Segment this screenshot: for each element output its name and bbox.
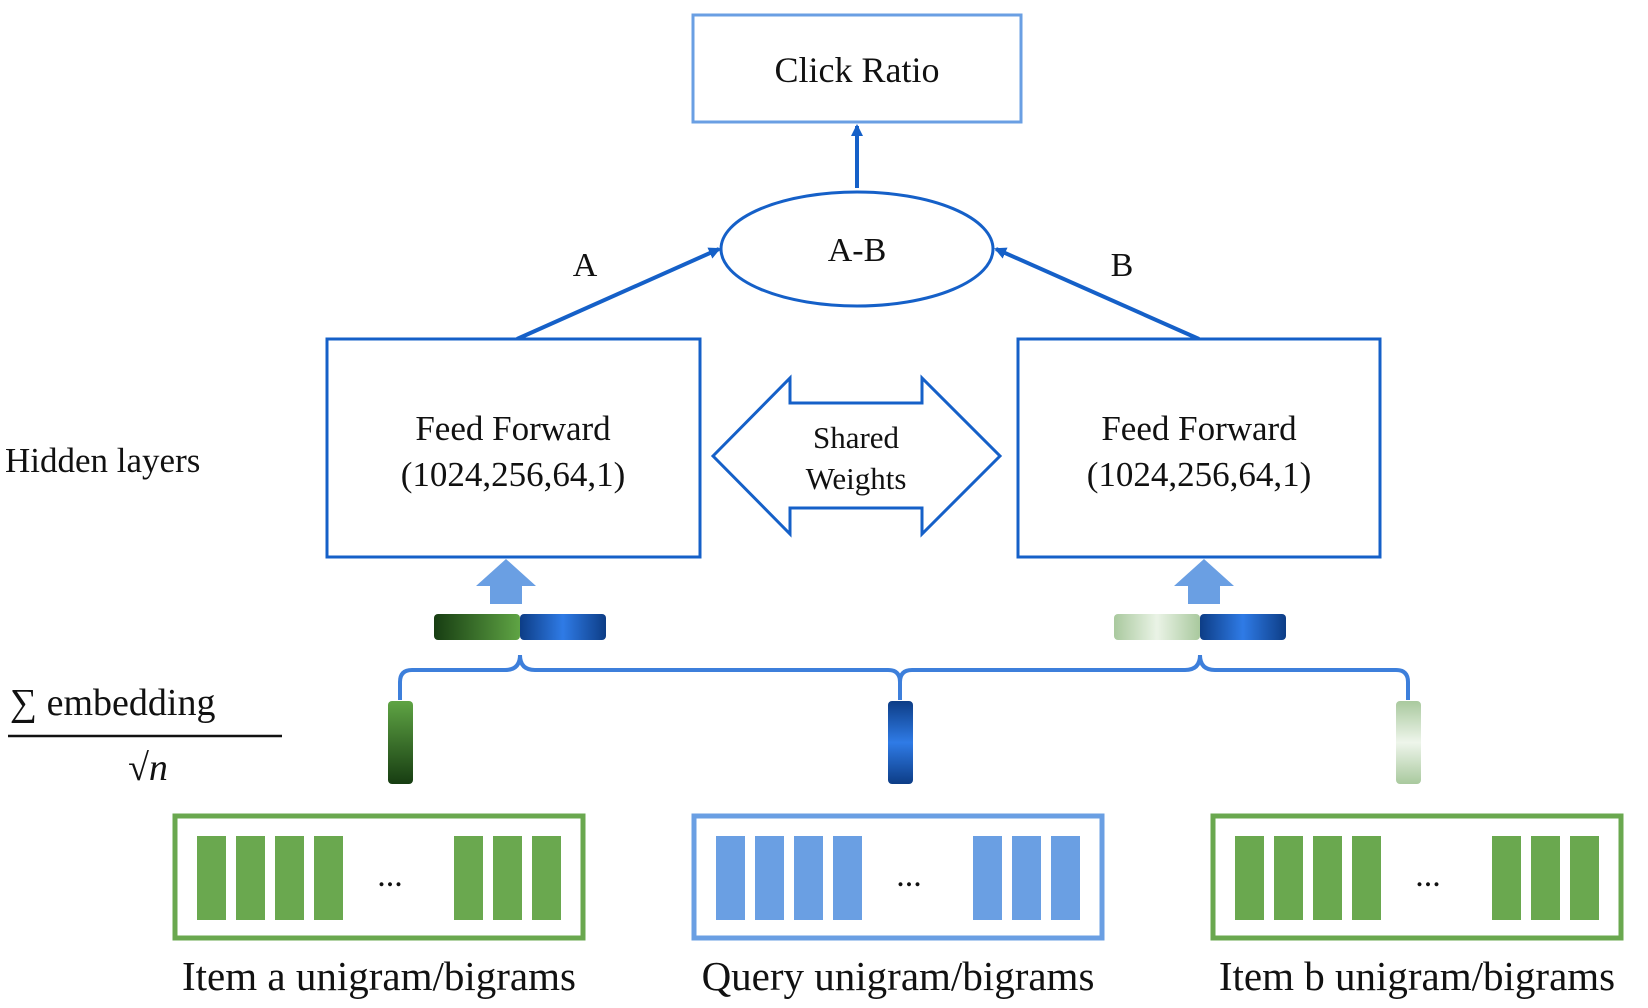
token-cell: [1274, 836, 1303, 920]
token-cell: [833, 836, 862, 920]
token-cell: [532, 836, 561, 920]
path-b-label: B: [1111, 247, 1134, 284]
concat-right-query-segment: [1200, 614, 1286, 640]
token-cell: [493, 836, 522, 920]
difference-node: [719, 190, 995, 308]
feed-forward-left-title: Feed Forward: [415, 409, 611, 448]
brace-right: [898, 654, 1410, 700]
brace-left: [398, 654, 902, 700]
concat-right-item-segment: [1114, 614, 1200, 640]
input-group: ... Query unigram/bigrams: [691, 813, 1105, 999]
embedding-numerator: ∑ embedding: [10, 682, 215, 724]
feed-forward-right-box: [1016, 337, 1382, 559]
item-b-embedding-vector: [1396, 701, 1421, 784]
path-a-label: A: [573, 247, 598, 284]
token-ellipsis: ...: [377, 857, 403, 894]
shared-weights-line1: Shared: [813, 420, 900, 455]
token-cell: [1051, 836, 1080, 920]
token-cell: [1012, 836, 1041, 920]
token-cell: [314, 836, 343, 920]
concat-left-item-segment: [434, 614, 520, 640]
input-group: ... Item a unigram/bigrams: [172, 813, 586, 999]
token-cell: [716, 836, 745, 920]
input-groups: ... Item a unigram/bigrams... Query unigra…: [172, 813, 1624, 999]
query-embedding-vector: [888, 701, 913, 784]
token-cell: [1313, 836, 1342, 920]
feed-forward-right-title: Feed Forward: [1101, 409, 1297, 448]
difference-label: A-B: [828, 232, 887, 269]
token-cell: [1570, 836, 1599, 920]
token-cell: [794, 836, 823, 920]
token-ellipsis: ...: [896, 857, 922, 894]
input-label: Query unigram/bigrams: [702, 953, 1095, 999]
hidden-layers-label: Hidden layers: [5, 441, 200, 480]
shared-weights-line2: Weights: [806, 461, 907, 496]
concat-to-ff-left-arrow: [476, 559, 536, 604]
input-label: Item a unigram/bigrams: [182, 953, 576, 999]
token-cell: [1492, 836, 1521, 920]
item-a-embedding-vector: [388, 701, 413, 784]
token-cell: [197, 836, 226, 920]
path-a-arrow: [516, 247, 721, 341]
token-cell: [1352, 836, 1381, 920]
concat-to-ff-right-arrow: [1174, 559, 1234, 604]
token-cell: [1531, 836, 1560, 920]
token-cell: [973, 836, 1002, 920]
feed-forward-left-box: [325, 337, 702, 559]
token-cell: [755, 836, 784, 920]
feed-forward-right-dims: (1024,256,64,1): [1087, 455, 1312, 494]
input-group: ... Item b unigram/bigrams: [1210, 813, 1624, 999]
token-ellipsis: ...: [1415, 857, 1441, 894]
embedding-denominator: √n: [128, 747, 168, 789]
click-ratio-label: Click Ratio: [775, 50, 940, 90]
feed-forward-left-dims: (1024,256,64,1): [401, 455, 626, 494]
token-cell: [275, 836, 304, 920]
concat-left-query-segment: [520, 614, 606, 640]
click-ratio-box: [691, 13, 1023, 124]
token-cell: [454, 836, 483, 920]
shared-weights-arrow: [710, 374, 1003, 538]
token-cell: [236, 836, 265, 920]
path-b-arrow: [994, 247, 1200, 341]
token-cell: [1235, 836, 1264, 920]
input-label: Item b unigram/bigrams: [1219, 953, 1615, 999]
